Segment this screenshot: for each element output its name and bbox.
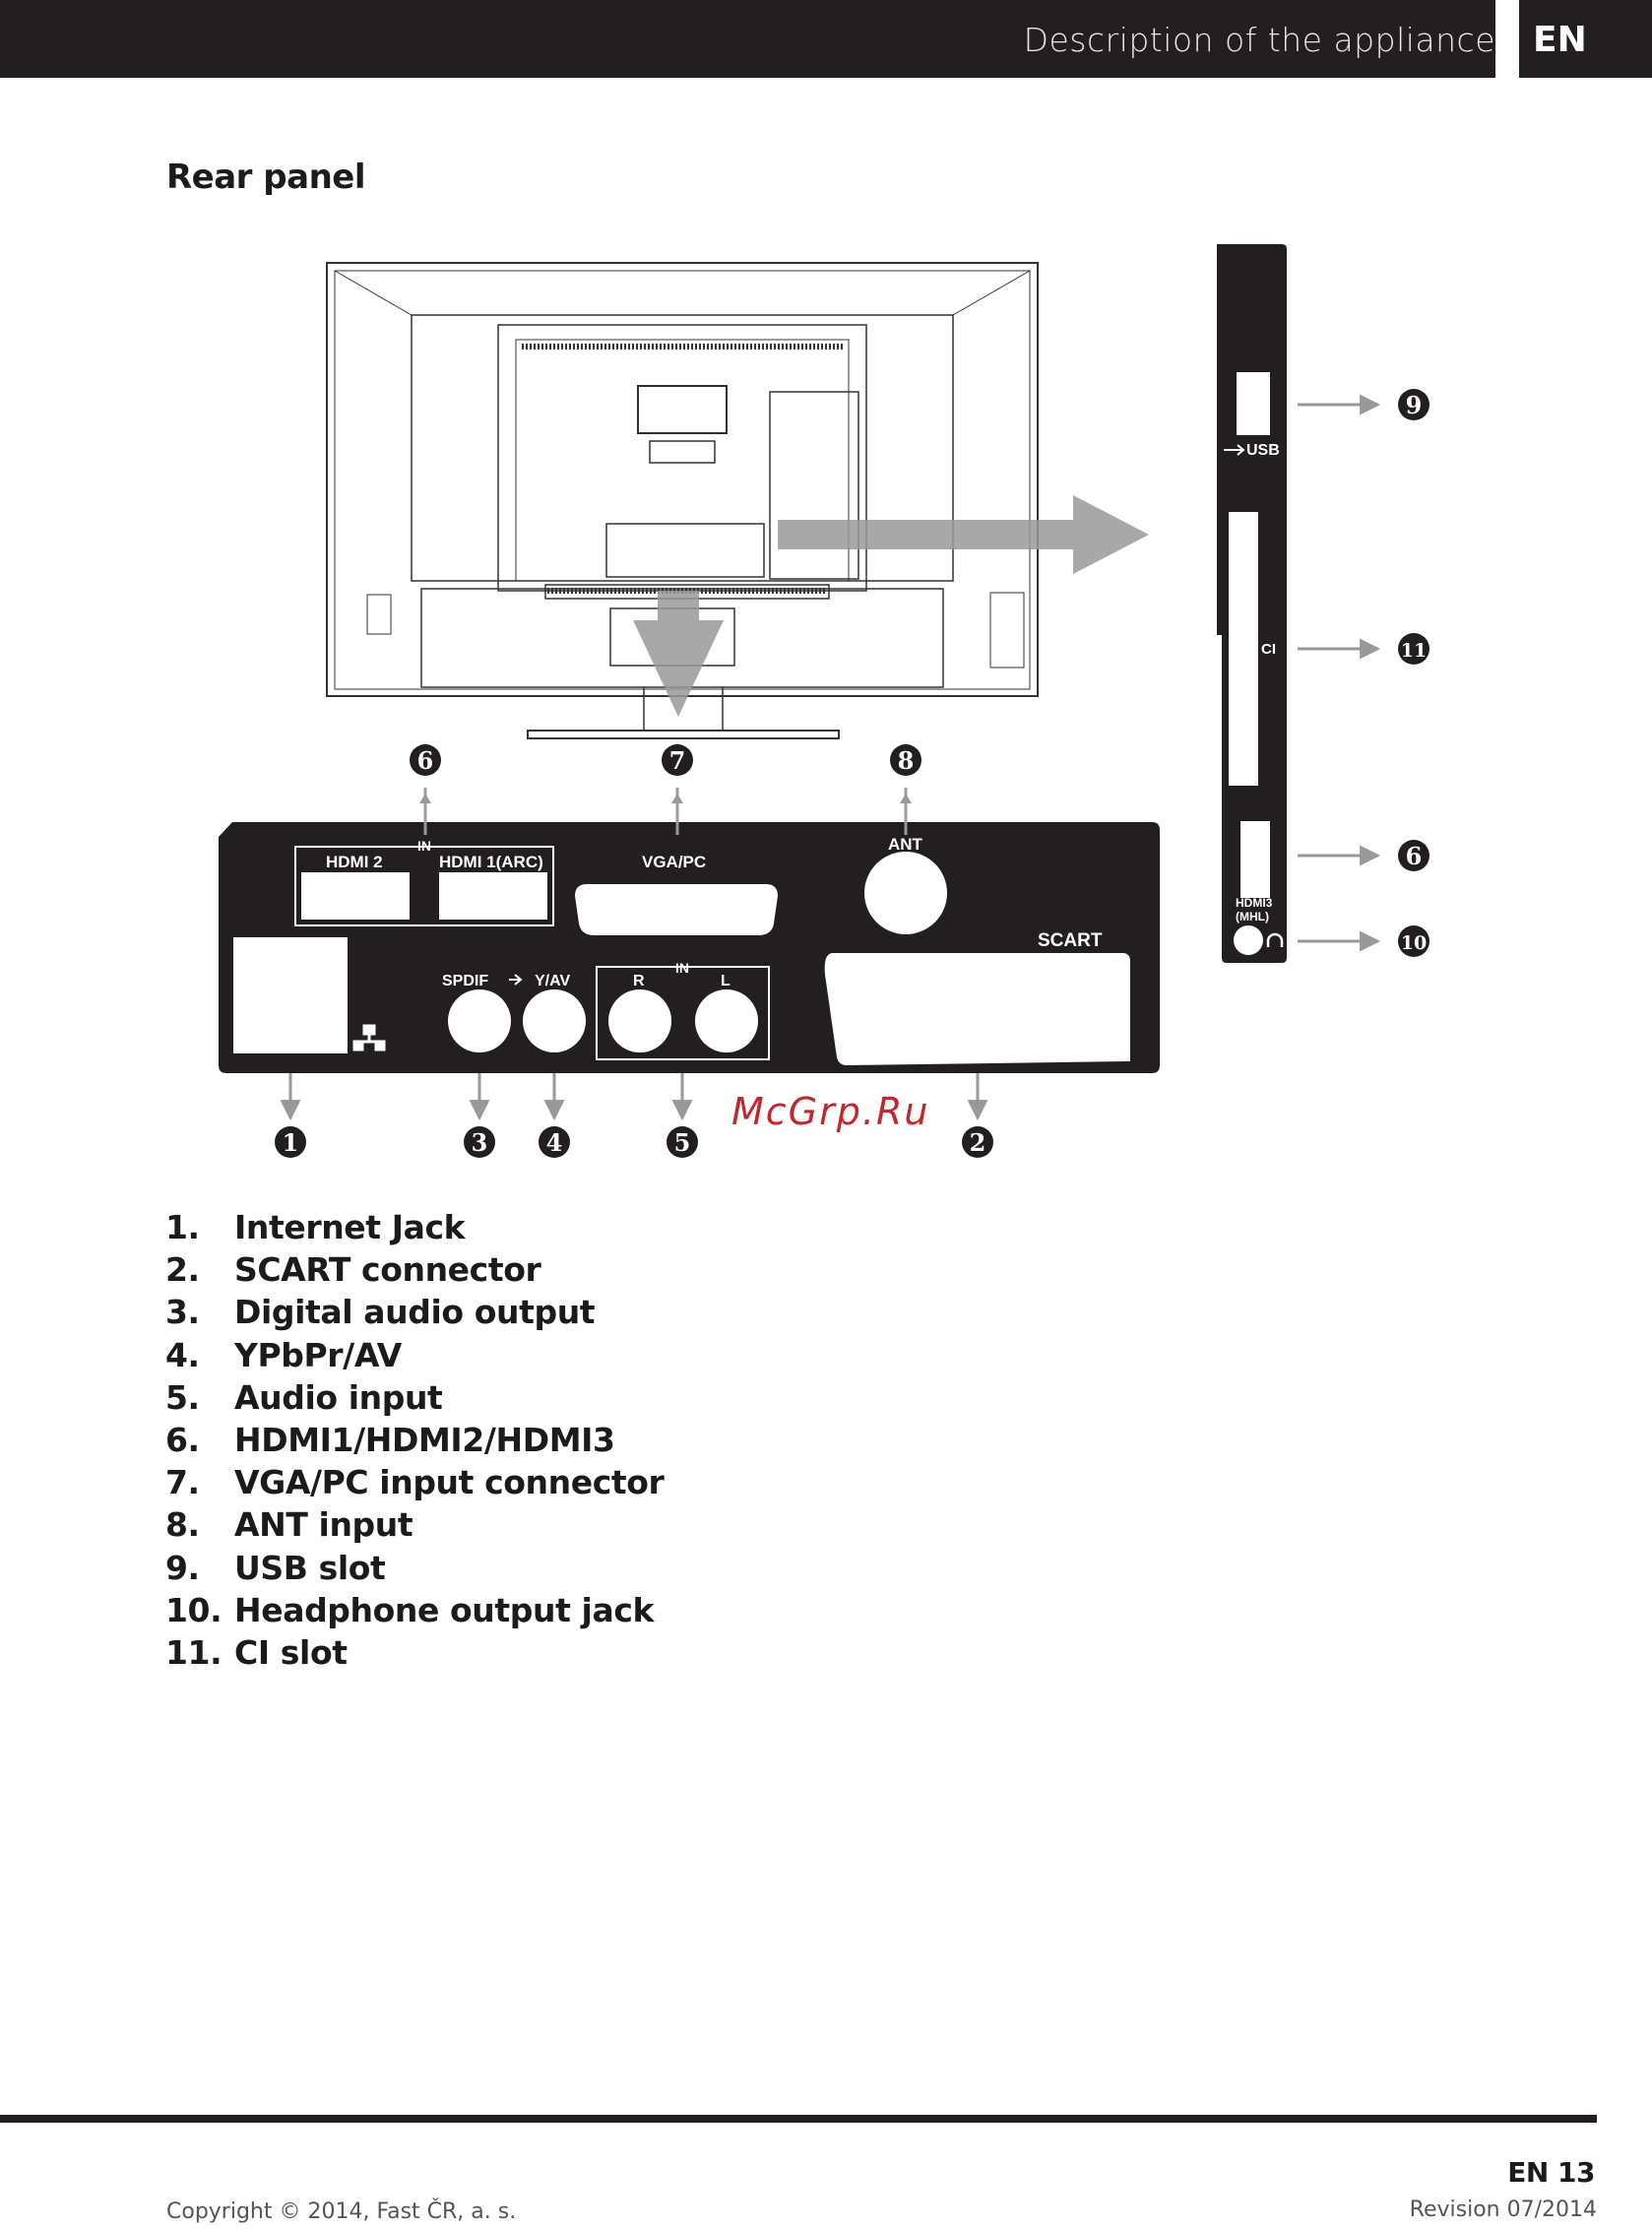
legend-number: 11.: [165, 1632, 222, 1672]
vga-label: VGA/PC: [642, 853, 706, 871]
usb-icon: [1224, 444, 1245, 456]
section-title: Rear panel: [166, 158, 366, 197]
legend-number: 3.: [165, 1293, 200, 1332]
callout-5-text: 5: [674, 1128, 691, 1157]
callout-9: 9: [1398, 389, 1430, 420]
legend-number: 5.: [165, 1377, 200, 1417]
legend-item: 4. YPbPr/AV: [165, 1334, 664, 1376]
legend-item: 1. Internet Jack: [165, 1206, 664, 1248]
legend-list: 1. Internet Jack 2. SCART connector 3. Digi…: [165, 1206, 665, 1674]
legend-label: CI slot: [234, 1632, 348, 1672]
legend-number: 7.: [165, 1463, 200, 1502]
legend-label: VGA/PC input connector: [234, 1463, 665, 1502]
yav-label: Y/AV: [535, 973, 570, 989]
callout-8: 8: [890, 744, 921, 776]
legend-number: 2.: [165, 1250, 200, 1290]
in-audio-label: IN: [675, 960, 689, 976]
legend-number: 4.: [165, 1335, 200, 1374]
big-arrow-down: [633, 591, 724, 717]
legend-label: Headphone output jack: [234, 1590, 655, 1629]
callout-3-text: 3: [472, 1128, 488, 1157]
legend-item: 9. USB slot: [165, 1547, 664, 1589]
spdif-label: SPDIF: [442, 973, 488, 989]
scart-label: SCART: [1038, 930, 1103, 951]
callout-6-side: 6: [1398, 840, 1430, 871]
side-panel: USB CI HDMI3 (MHL): [1217, 244, 1287, 963]
legend-label: Internet Jack: [234, 1208, 466, 1246]
legend-item: 6. HDMI1/HDMI2/HDMI3: [165, 1419, 664, 1461]
callout-5: 5: [667, 1126, 698, 1158]
legend-label: HDMI1/HDMI2/HDMI3: [234, 1420, 615, 1459]
legend-item: 3. Digital audio output: [165, 1291, 664, 1333]
hdmi2-label: HDMI 2: [326, 853, 383, 871]
callout-4: 4: [539, 1126, 570, 1158]
network-icon: [352, 1024, 386, 1051]
callout-7: 7: [662, 744, 693, 776]
ci-label: CI: [1261, 641, 1276, 658]
r-label: R: [633, 973, 645, 989]
revision: Revision 07/2014: [1409, 2197, 1597, 2222]
legend-number: 6.: [165, 1420, 200, 1459]
legend-number: 1.: [165, 1208, 200, 1246]
hdmi1-label: HDMI 1(ARC): [439, 853, 543, 871]
legend-label: SCART connector: [234, 1250, 541, 1290]
legend-number: 9.: [165, 1548, 200, 1587]
legend-item: 10. Headphone output jack: [165, 1589, 664, 1631]
spdif-optical-icon: [509, 974, 523, 986]
header-title: Description of the appliance: [1023, 21, 1495, 59]
page-number: EN 13: [1507, 2156, 1595, 2189]
legend-number: 10.: [165, 1590, 222, 1629]
callout-10: 10: [1398, 925, 1430, 957]
legend-label: USB slot: [234, 1548, 386, 1587]
headphone-icon: [1266, 932, 1284, 947]
l-label: L: [721, 973, 731, 989]
side-callout-arrows: [1298, 394, 1381, 952]
watermark: McGrp.Ru: [731, 1090, 930, 1133]
callout-6-top: 6: [410, 744, 441, 776]
mhl-label: (MHL): [1236, 910, 1269, 923]
ant-label: ANT: [888, 835, 923, 854]
legend-item: 2. SCART connector: [165, 1248, 664, 1291]
callout-10-text: 10: [1401, 932, 1427, 954]
footer-rule: [0, 2115, 1597, 2123]
callout-1: 1: [275, 1126, 306, 1158]
header-bar: [0, 0, 1495, 78]
callout-1-text: 1: [283, 1128, 299, 1157]
legend-label: Audio input: [234, 1377, 443, 1417]
callout-2-text: 2: [970, 1128, 986, 1157]
callouts: 6 7 8 9 11 6 10 1 3 4 5 2: [275, 389, 1430, 1158]
callout-7-text: 7: [669, 746, 686, 775]
legend-number: 8.: [165, 1505, 200, 1545]
usb-label: USB: [1246, 442, 1280, 459]
callout-8-text: 8: [898, 746, 915, 775]
callout-11: 11: [1398, 633, 1430, 665]
callout-6-side-text: 6: [1406, 842, 1423, 870]
legend-label: YPbPr/AV: [234, 1335, 402, 1374]
legend-item: 5. Audio input: [165, 1376, 664, 1419]
hdmi3-label: HDMI3: [1236, 896, 1273, 910]
callout-4-text: 4: [546, 1128, 563, 1157]
connector-panel: IN HDMI 2 HDMI 1(ARC) VGA/PC ANT SCART S…: [219, 822, 1160, 1073]
legend-label: ANT input: [234, 1505, 413, 1545]
legend-item: 11. CI slot: [165, 1631, 664, 1674]
big-arrow-right: [778, 495, 1149, 574]
callout-11-text: 11: [1401, 640, 1427, 662]
copyright: Copyright © 2014, Fast ČR, a. s.: [166, 2199, 517, 2224]
callout-6-top-text: 6: [417, 746, 434, 775]
callout-3: 3: [464, 1126, 495, 1158]
language-label: EN: [1533, 20, 1587, 60]
callout-9-text: 9: [1406, 391, 1423, 419]
legend-item: 8. ANT input: [165, 1503, 664, 1546]
legend-item: 7. VGA/PC input connector: [165, 1461, 665, 1503]
callout-2: 2: [962, 1126, 993, 1158]
in-top-label: IN: [417, 838, 431, 854]
legend-label: Digital audio output: [234, 1293, 596, 1332]
language-box: [1519, 0, 1652, 78]
